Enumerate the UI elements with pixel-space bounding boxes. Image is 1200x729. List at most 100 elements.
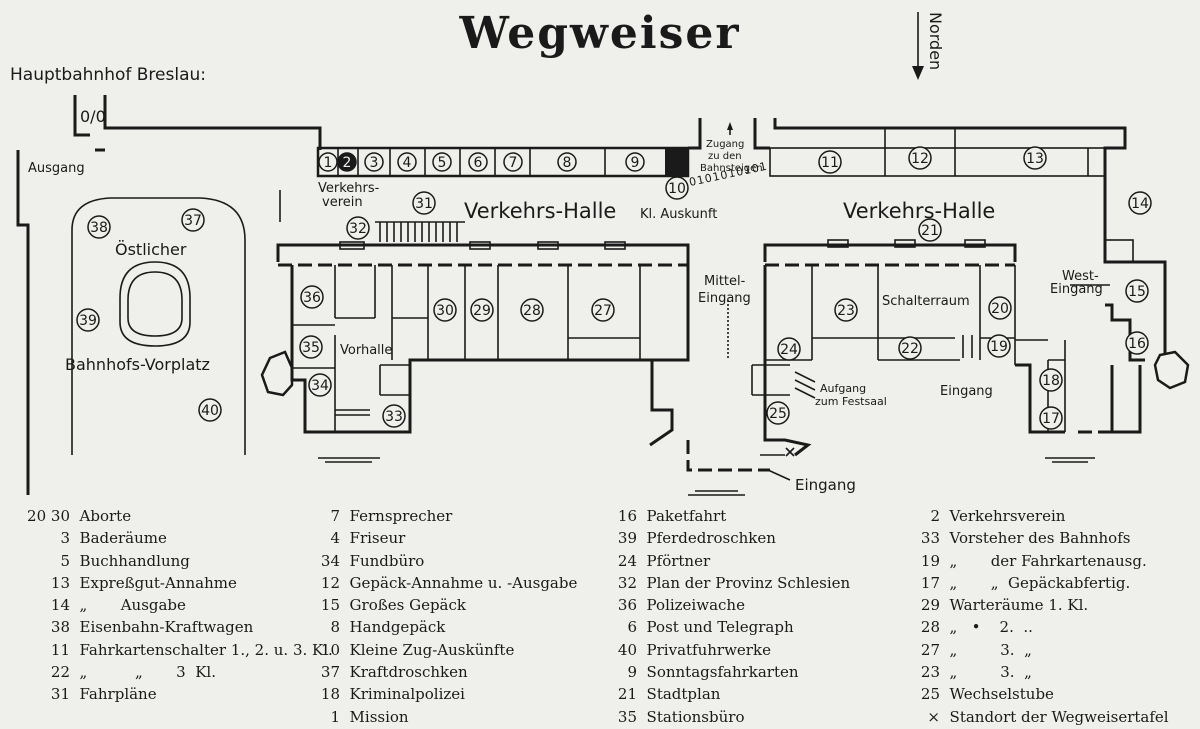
legend-entry: 20 30 Aborte <box>20 505 333 527</box>
legend-entry-number: 10 <box>320 640 340 659</box>
room-marker-7: 7 <box>503 152 523 172</box>
legend-entry-number: 17 <box>920 573 940 592</box>
legend-entry: 5 Buchhandlung <box>20 550 333 572</box>
legend-entry: 38 Eisenbahn-Kraftwagen <box>20 616 333 638</box>
legend-entry-text: Wechselstube <box>949 685 1054 704</box>
legend-entry: 12 Gepäck-Annahme u. -Ausgabe <box>315 572 577 594</box>
legend-entry: 35 Stationsbüro <box>612 706 850 728</box>
legend-entry-number: 40 <box>617 640 637 659</box>
room-marker-36: 36 <box>300 285 324 309</box>
legend-entry: 22 „ „ 3 Kl. <box>20 661 333 683</box>
room-marker-28: 28 <box>520 298 544 322</box>
legend-entry-text: Kraftdroschken <box>349 663 468 682</box>
legend-entry-number: 20 30 <box>27 507 70 525</box>
legend-entry-text: Baderäume <box>79 529 167 548</box>
legend-entry: 29 Warteräume 1. Kl. <box>915 594 1169 616</box>
room-number-34: 34 <box>311 378 329 394</box>
legend-entry-number: 4 <box>330 529 340 548</box>
legend-entry: 18 Kriminalpolizei <box>315 683 577 705</box>
legend-entry-text: Privatfuhrwerke <box>646 640 771 659</box>
legend-entry-text: „ der Fahrkartenausg. <box>949 551 1147 570</box>
room-marker-31: 31 <box>412 191 436 215</box>
legend-entry-text: Plan der Provinz Schlesien <box>646 573 851 592</box>
east-outer-walls <box>16 95 322 495</box>
room-marker-10: 10 <box>665 176 689 200</box>
room-number-21: 21 <box>921 223 939 239</box>
room-number-27: 27 <box>594 303 612 319</box>
room-marker-32: 32 <box>346 216 370 240</box>
legend-entry-number: × <box>927 707 940 726</box>
room-number-32: 32 <box>349 221 367 237</box>
label-mittel-eingang-2: Eingang <box>698 291 751 306</box>
legend-entry: 23 „ 3. „ <box>915 661 1169 683</box>
room-number-40: 40 <box>201 403 219 419</box>
room-number-20: 20 <box>991 301 1009 317</box>
legend-entry: 34 Fundbüro <box>315 550 577 572</box>
map-title: Wegweiser <box>459 8 741 59</box>
room-number-10: 10 <box>668 181 686 197</box>
legend-entry: 33 Vorsteher des Bahnhofs <box>915 527 1169 549</box>
legend-entry-number: 18 <box>320 685 340 704</box>
legend-entry-text: Kleine Zug-Auskünfte <box>349 640 515 659</box>
room-number-38: 38 <box>90 220 108 236</box>
label-eingang-bottom: Eingang <box>795 476 856 494</box>
legend-entry-text: Friseur <box>349 529 406 548</box>
legend-entry-text: Fahrkartenschalter 1., 2. u. 3. Kl. <box>79 640 333 659</box>
legend-entry: × Standort der Wegweisertafel <box>915 706 1169 728</box>
room-number-37: 37 <box>184 213 202 229</box>
signboard-location-marker <box>760 447 795 481</box>
room-marker-13: 13 <box>1023 146 1047 170</box>
room-marker-40: 40 <box>198 398 222 422</box>
legend-entry-text: Polizeiwache <box>646 596 745 615</box>
legend-entry: 27 „ 3. „ <box>915 639 1169 661</box>
north-arrow <box>912 12 924 80</box>
legend-entry-text: „ Ausgabe <box>79 596 186 615</box>
legend-entry: 15 Großes Gepäck <box>315 594 577 616</box>
room-marker-22: 22 <box>898 336 922 360</box>
room-marker-29: 29 <box>470 298 494 322</box>
legend-entry-number: 9 <box>627 663 637 682</box>
label-west-eingang-2: Eingang <box>1050 282 1103 297</box>
legend-entry-number: 31 <box>50 685 70 704</box>
legend-entry: 39 Pferdedroschken <box>612 527 850 549</box>
label-vorplatz-2: Bahnhofs-Vorplatz <box>65 355 210 374</box>
room-number-30: 30 <box>436 303 454 319</box>
legend-entry-number: 1 <box>330 707 340 726</box>
room-marker-39: 39 <box>76 308 100 332</box>
label-zugang-3: Bahnsteigen <box>700 163 763 174</box>
legend-entry-number: 14 <box>50 596 70 615</box>
legend-entry-number: 16 <box>617 507 637 525</box>
station-floor-plan: Norden Hauptbahnhof Breslau: <box>10 12 1190 496</box>
legend-entry: 36 Polizeiwache <box>612 594 850 616</box>
legend-entry: 37 Kraftdroschken <box>315 661 577 683</box>
room-number-1: 1 <box>324 155 333 171</box>
room-marker-38: 38 <box>87 215 111 239</box>
legend-entry-text: Pförtner <box>646 551 711 570</box>
room-number-9: 9 <box>631 155 640 171</box>
legend-entry-text: Vorsteher des Bahnhofs <box>949 529 1131 548</box>
label-vorhalle: Vorhalle <box>340 343 392 358</box>
legend-entry: 4 Friseur <box>315 527 577 549</box>
legend-entry-text: Standort der Wegweisertafel <box>949 707 1169 726</box>
room-marker-35: 35 <box>299 335 323 359</box>
legend-entry-text: Eisenbahn-Kraftwagen <box>79 618 254 637</box>
legend-entry-number: 35 <box>617 707 637 726</box>
legend-entry-text: Stadtplan <box>646 685 721 704</box>
room-marker-33: 33 <box>382 404 406 428</box>
room-number-14: 14 <box>1131 196 1149 212</box>
room-number-19: 19 <box>990 339 1008 355</box>
legend-entry: 13 Expreßgut-Annahme <box>20 572 333 594</box>
legend-entry-number: 3 <box>60 529 70 548</box>
right-station-block <box>751 239 1190 463</box>
room-marker-19: 19 <box>987 334 1011 358</box>
room-number-8: 8 <box>563 155 572 171</box>
hall-gates <box>375 221 465 242</box>
room-number-25: 25 <box>769 406 787 422</box>
legend-entry-number: 6 <box>627 618 637 637</box>
room-number-2: 2 <box>343 155 352 171</box>
room-number-35: 35 <box>302 340 320 356</box>
legend-entry: 9 Sonntagsfahrkarten <box>612 661 850 683</box>
legend-entry-text: „ „ 3 Kl. <box>79 663 216 682</box>
legend-entry-text: „ 3. „ <box>949 640 1032 659</box>
